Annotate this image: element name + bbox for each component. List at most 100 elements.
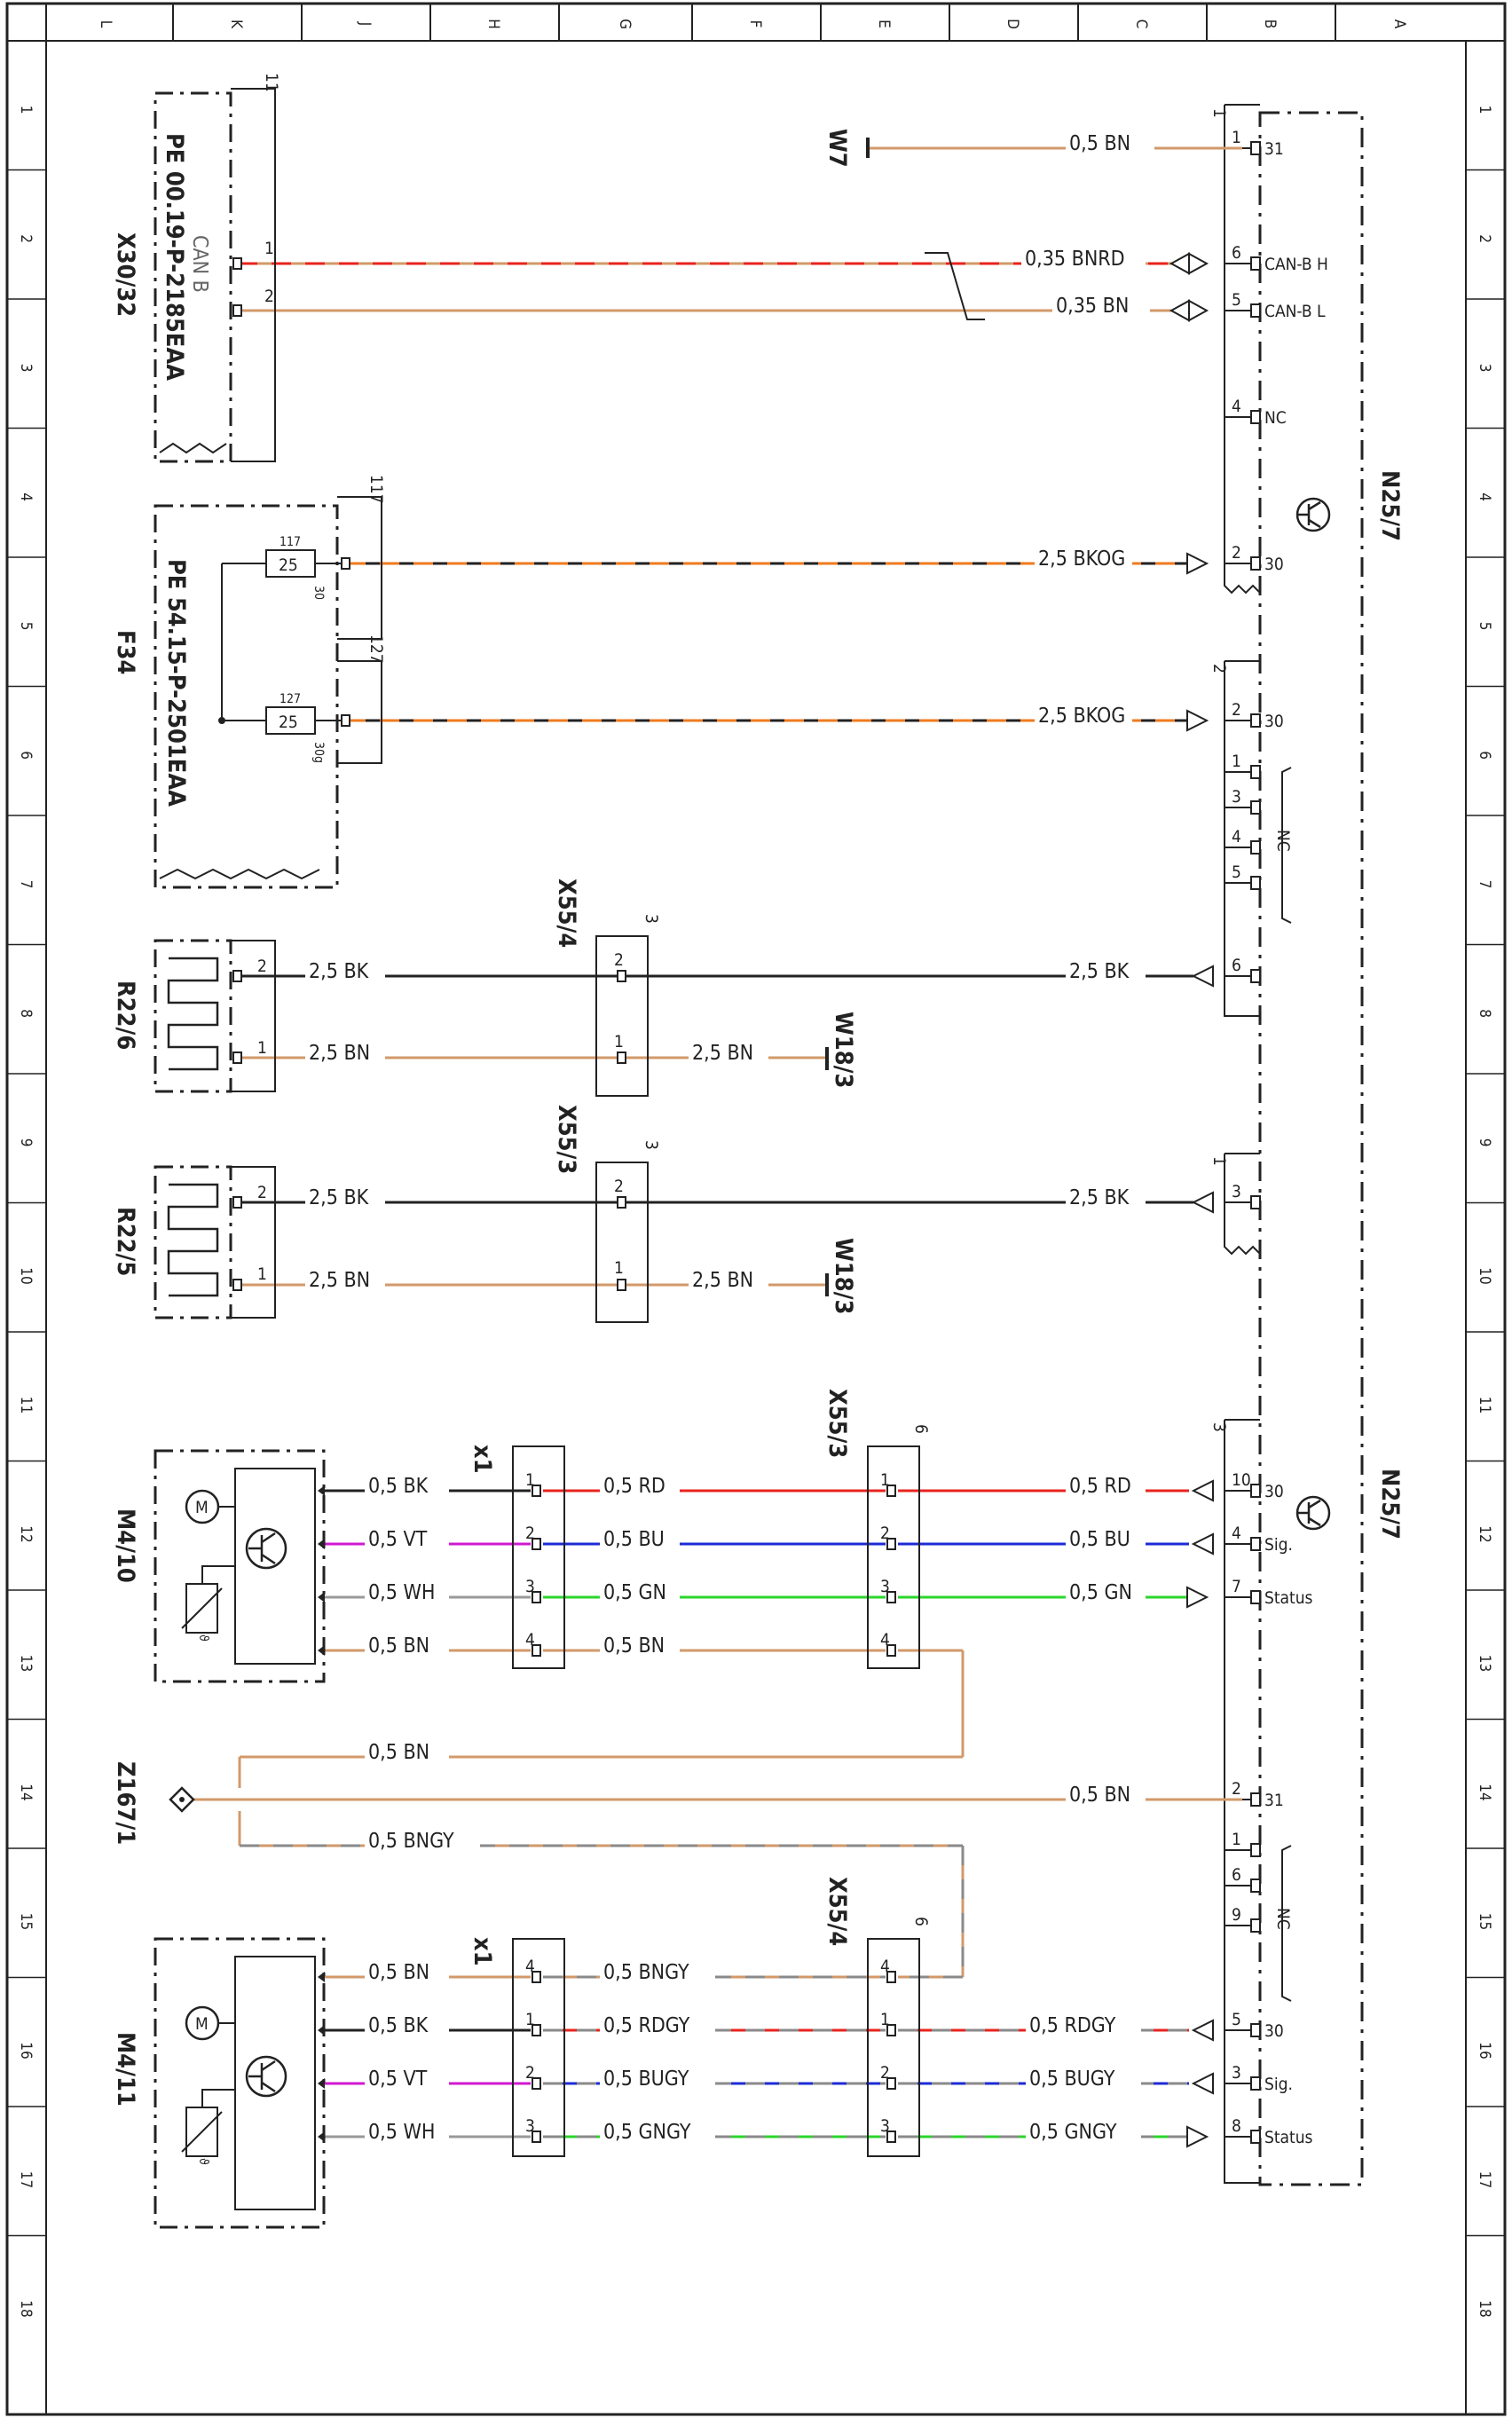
label-gap — [689, 1038, 768, 1065]
x55-4-top-connector: X55/4 3 2 1 — [553, 878, 661, 1097]
label-gap — [1035, 544, 1132, 571]
pin-terminal — [232, 970, 242, 982]
label-gap — [365, 1957, 449, 1984]
row-number: 14 — [1476, 1784, 1493, 1800]
x55-4-bottom-connector: X55/4 6 — [823, 1877, 931, 2157]
pin-number: 1 — [1232, 128, 1241, 147]
wire-label: 0,5 RDGY — [1029, 2014, 1116, 2037]
row-number: 8 — [1476, 1009, 1493, 1018]
z167-1-junction: Z167/1 — [112, 1761, 195, 1845]
pin-terminal — [886, 2131, 896, 2143]
arrow-icon — [1186, 709, 1209, 732]
n25-7-label-bottom: N25/7 — [1376, 1469, 1404, 1540]
wire-label: 0,5 VT — [368, 1528, 428, 1551]
transistor-icon — [245, 2055, 287, 2098]
pin-terminal — [1250, 1195, 1261, 1209]
pin-terminal — [232, 1196, 242, 1209]
wire-label: 0,35 BN — [1056, 295, 1129, 318]
f34-ref-bottom: 127 — [366, 634, 386, 664]
pin-signal: 30 — [1264, 2021, 1284, 2041]
arrow-icon — [1191, 1479, 1214, 1502]
pin-terminal — [532, 2024, 541, 2036]
arrow-icon — [1186, 552, 1209, 575]
label-gap — [600, 1471, 680, 1498]
pin-signal: 31 — [1264, 139, 1284, 159]
pin-number: 10 — [1232, 1470, 1251, 1490]
row-number: 14 — [17, 1784, 35, 1800]
pin-terminal — [886, 2077, 896, 2090]
r22-pin: 1 — [257, 1038, 267, 1058]
col-letter: K — [227, 20, 245, 29]
row-number: 7 — [17, 880, 35, 889]
nc-bracket: NC NC — [1273, 767, 1293, 2002]
row-number: 15 — [17, 1913, 35, 1930]
x1-label: x1 — [469, 1937, 496, 1966]
m4-11-label: M4/11 — [112, 2032, 139, 2107]
wire-label: 0,5 BN — [368, 1741, 429, 1764]
x55-pin: 2 — [614, 1177, 624, 1196]
row-number: 16 — [1476, 2042, 1493, 2059]
pin-terminal — [1250, 1537, 1261, 1551]
x55-4-label: X55/4 — [823, 1877, 851, 1946]
bidirectional-arrow-icon — [1169, 299, 1190, 322]
m4-10-label: M4/10 — [112, 1508, 139, 1583]
label-gap — [1066, 1780, 1146, 1807]
row-number: 18 — [1476, 2300, 1493, 2317]
wire-label: 0,5 RD — [1069, 1475, 1131, 1498]
col-letter: B — [1261, 20, 1279, 29]
col-letter: F — [746, 20, 764, 28]
row-number: 5 — [1476, 622, 1493, 631]
pin-terminal — [232, 1279, 242, 1291]
pin-terminal — [617, 1196, 626, 1209]
row-number: 2 — [1476, 234, 1493, 243]
arrow-icon — [1191, 1532, 1214, 1556]
r22-5-label: R22/5 — [112, 1207, 139, 1276]
wire-label: 0,5 BU — [603, 1528, 665, 1551]
pin-number: 7 — [1232, 1577, 1241, 1596]
sensor-symbol: ϑ — [196, 2158, 210, 2165]
pin-terminal — [532, 1971, 541, 1983]
pin-terminal — [617, 1051, 626, 1064]
label-gap — [365, 2117, 449, 2144]
wire-label: 0,5 BNGY — [603, 1961, 689, 1984]
pin-number: 5 — [1232, 862, 1241, 882]
pin-number: 3 — [880, 1577, 890, 1596]
n25-7-connector-2: 2 — [1209, 660, 1260, 1017]
wire-label: 0,5 BN — [1069, 1784, 1130, 1807]
x30-ref: 11 — [262, 73, 281, 92]
wire-label: 0,35 BNRD — [1025, 248, 1125, 271]
pin-signal: Sig. — [1264, 1535, 1293, 1555]
label-gap — [365, 1524, 449, 1551]
pin-number: 3 — [1232, 787, 1241, 807]
wire-label: 0,5 GNGY — [1029, 2121, 1117, 2144]
x30-pin: 1 — [264, 239, 274, 258]
x1-bottom-connector: x1 — [469, 1937, 565, 2157]
pin-terminal — [532, 1485, 541, 1497]
fuse-rating: 25 — [279, 713, 298, 732]
pin-number: 9 — [1232, 1905, 1241, 1925]
pin-terminal — [886, 1591, 896, 1603]
label-gap — [689, 1265, 768, 1292]
x1-label: x1 — [469, 1445, 496, 1474]
arrow-icon — [1186, 1586, 1209, 1609]
wire-label: 0,5 GN — [603, 1581, 666, 1604]
label-gap — [600, 2117, 715, 2144]
pin-number: 3 — [525, 1577, 535, 1596]
x55-3-label: X55/3 — [823, 1389, 851, 1458]
arrow-icon — [1186, 2125, 1209, 2148]
x55-ref: 6 — [911, 1424, 931, 1434]
fuse-pin: 127 — [280, 692, 301, 706]
f34-fuse-block: 117 127 PE 54.15-P-2501EAA F34 25 25 117… — [112, 475, 386, 889]
r22-pin: 2 — [257, 1183, 267, 1202]
pin-terminal — [1250, 303, 1261, 318]
row-number: 1 — [17, 106, 35, 114]
pin-number: 4 — [1232, 1524, 1241, 1543]
pin-number: 6 — [1232, 956, 1241, 975]
col-letter: A — [1390, 20, 1408, 29]
can-b-label: CAN B — [188, 235, 211, 293]
pin-terminal — [1250, 840, 1261, 855]
n25-7-module: N25/7 N25/7 — [1258, 111, 1404, 2186]
pin-signal: 30 — [1264, 555, 1284, 574]
